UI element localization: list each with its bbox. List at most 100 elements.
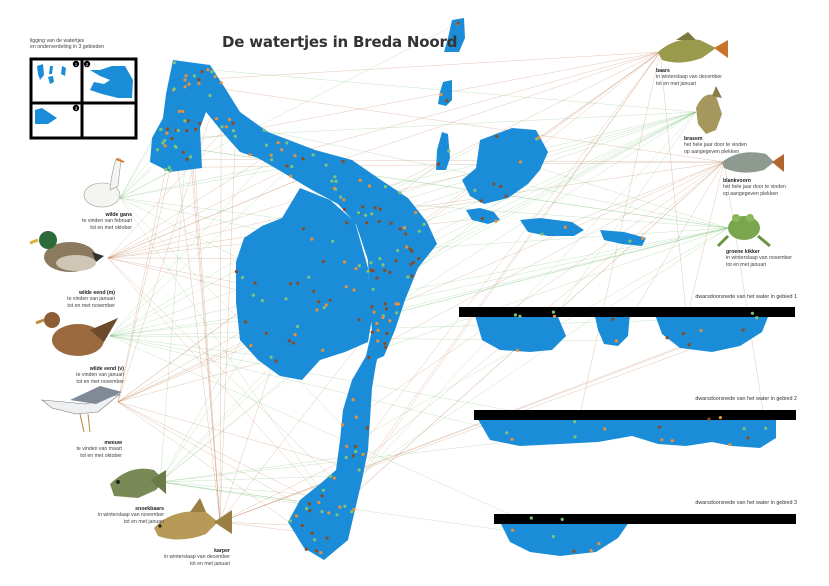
mallard-female-icon — [35, 312, 118, 356]
main-map — [150, 18, 646, 560]
connection-line — [520, 161, 729, 229]
observation-dot — [248, 153, 252, 157]
animal-label-groene-kikker: groene kikker in winterslaap van novembe… — [726, 249, 792, 268]
svg-text:2: 2 — [86, 62, 89, 67]
connection-line — [339, 51, 661, 508]
observation-dot — [371, 287, 375, 291]
observation-dot — [381, 315, 385, 320]
observation-dot — [513, 313, 518, 317]
connection-line — [159, 481, 323, 497]
observation-dot — [192, 74, 196, 78]
observation-dot — [371, 269, 375, 273]
observation-dot — [294, 514, 299, 518]
observation-dot — [343, 504, 347, 508]
observation-dot — [422, 222, 426, 226]
connection-line — [219, 136, 236, 523]
observation-dot — [518, 314, 522, 318]
gull-icon — [41, 386, 122, 433]
animal-info-line: tot en met november — [67, 302, 115, 309]
observation-dot — [344, 455, 348, 460]
observation-dot — [358, 178, 362, 182]
observation-dot — [185, 157, 189, 161]
connection-line — [109, 155, 272, 337]
observation-dot — [219, 81, 223, 85]
observation-dot — [657, 425, 662, 429]
water-body-pond-1 — [444, 18, 465, 52]
mallard-male-icon — [29, 231, 104, 272]
observation-dot — [357, 264, 361, 268]
observation-dot — [163, 138, 167, 143]
observation-dot — [311, 153, 315, 157]
water-body-south-strip — [288, 280, 392, 560]
observation-dot — [333, 175, 337, 179]
observation-dot — [343, 207, 347, 212]
observation-dot — [499, 184, 503, 189]
observation-dot — [352, 507, 356, 512]
animal-info-line: te vinden van februari — [82, 218, 132, 225]
observation-dot — [293, 333, 297, 337]
animal-label-brasem: brasem het hele jaar door te vinden op a… — [684, 136, 747, 155]
observation-dot — [357, 318, 361, 322]
connection-line — [659, 51, 690, 345]
observation-dot — [742, 427, 746, 431]
observation-dot — [274, 359, 278, 363]
observation-dot — [287, 339, 291, 343]
connection-line — [371, 161, 725, 215]
observation-dot — [573, 420, 577, 424]
observation-dot — [321, 259, 325, 264]
observation-dot — [383, 341, 387, 346]
legend-line-2: en onderverdeling in 3 gebieden — [30, 44, 105, 50]
observation-dot — [220, 125, 224, 129]
animal-name: meeuw — [104, 440, 122, 446]
observation-dot — [197, 81, 201, 85]
connection-line — [159, 345, 252, 483]
observation-dot — [385, 331, 389, 335]
observation-dot — [728, 443, 732, 447]
observation-dot — [495, 134, 499, 138]
observation-dot — [351, 398, 355, 402]
observation-dot — [376, 339, 380, 343]
observation-dot — [764, 426, 768, 430]
observation-dot — [301, 157, 305, 161]
observation-dot — [365, 426, 369, 430]
observation-dot — [687, 343, 691, 347]
observation-dot — [510, 528, 515, 532]
observation-dot — [166, 127, 170, 131]
animal-info-line: tot en met januari — [189, 560, 230, 567]
zander-icon — [110, 468, 166, 498]
frog-icon — [716, 214, 771, 248]
observation-dot — [589, 548, 593, 553]
observation-dot — [335, 513, 339, 517]
observation-dot — [189, 155, 193, 159]
observation-dot — [370, 330, 374, 334]
observation-dot — [665, 336, 669, 340]
animal-info-line: tot en met oktober — [90, 224, 132, 231]
observation-dot — [383, 185, 387, 189]
animal-label-wilde-eend-m: wilde eend (m) te vinden van januari tot… — [67, 290, 115, 309]
connection-line — [554, 111, 697, 317]
observation-dot — [681, 331, 686, 336]
observation-dot — [394, 259, 398, 263]
observation-dot — [288, 282, 293, 286]
observation-dot — [345, 221, 349, 225]
animal-name: wilde gans — [105, 212, 132, 218]
goose-icon — [83, 157, 125, 208]
animal-info-line: te vinden van januari — [67, 296, 115, 303]
connection-line — [117, 401, 310, 511]
svg-text:3: 3 — [75, 106, 78, 111]
observation-dot — [351, 454, 355, 458]
observation-dot — [334, 179, 338, 183]
water-body-pond-5 — [466, 208, 500, 224]
connection-line — [396, 111, 697, 305]
observation-dot — [370, 305, 374, 309]
observation-dot — [327, 511, 331, 515]
observation-dot — [504, 194, 508, 198]
observation-dot — [307, 502, 311, 506]
connection-line — [399, 111, 697, 193]
observation-dot — [372, 310, 376, 314]
observation-dot — [398, 227, 402, 231]
observation-dot — [243, 320, 248, 324]
observation-dot — [436, 162, 440, 166]
observation-dot — [611, 317, 615, 321]
